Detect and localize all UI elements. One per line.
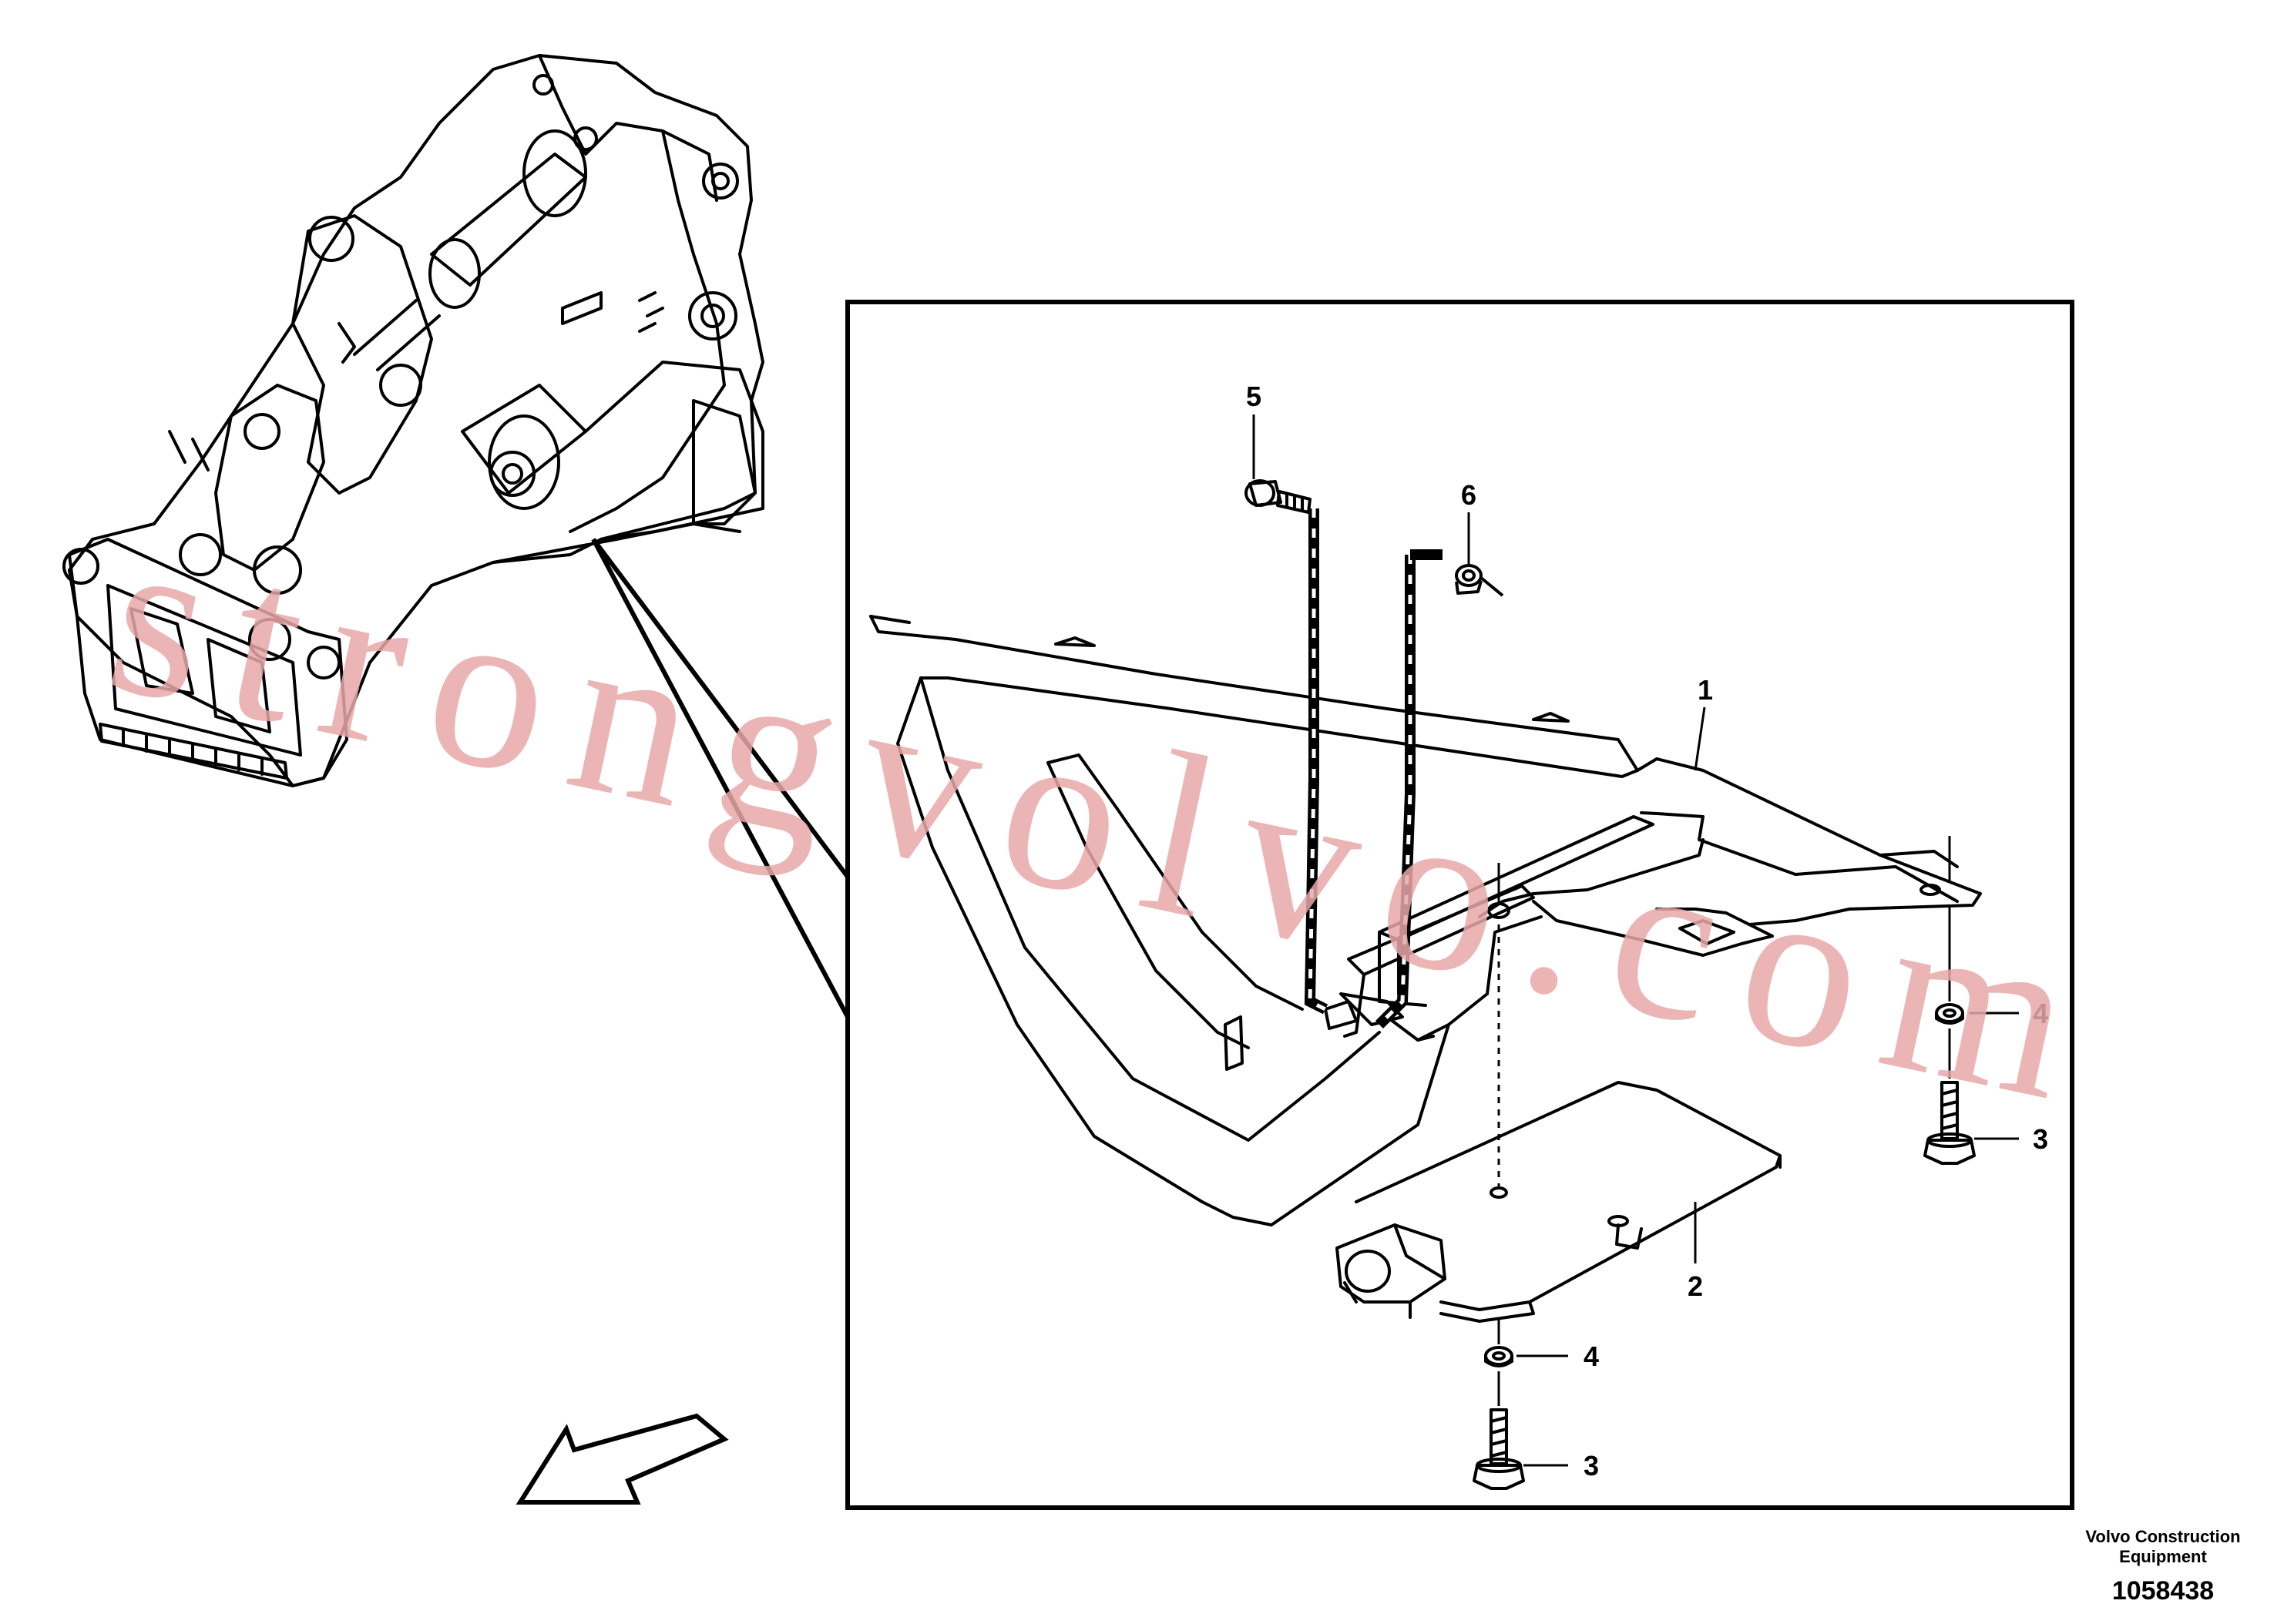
footer-block: Volvo Construction Equipment 1058438: [2085, 1527, 2240, 1606]
detail-leader-lines: [591, 538, 850, 1018]
bolt-part-3-bottom: [1473, 1408, 1525, 1490]
document-number: 1058438: [2112, 1576, 2214, 1606]
callout-6: 6: [1461, 479, 1476, 511]
callout-2: 2: [1688, 1270, 1703, 1302]
nut-part-6: [1455, 564, 1504, 597]
bolt-part-5: [1244, 479, 1312, 514]
callout-labels: 5 6 1 4 3 2 4 3: [1246, 381, 2048, 1481]
callout-leaders: [1252, 414, 2019, 1467]
watermark-text: strongvolvo.com: [91, 484, 2123, 1155]
company-name-line2: Equipment: [2119, 1547, 2207, 1566]
company-name-line1: Volvo Construction: [2085, 1527, 2240, 1546]
detail-frame: [845, 300, 2074, 1510]
callout-5: 5: [1246, 381, 1261, 412]
callout-3-right: 3: [2033, 1123, 2048, 1155]
washer-part-4-bottom: [1484, 1346, 1513, 1406]
callout-4-right: 4: [2033, 998, 2048, 1029]
callout-1: 1: [1698, 674, 1713, 706]
loader-arm-illustration: [62, 54, 764, 787]
direction-arrow-icon: [516, 1413, 729, 1505]
callout-4-bottom: 4: [1584, 1340, 1599, 1372]
washer-part-4-right: [1935, 1003, 1964, 1025]
assembly-path-lines: [1304, 508, 1951, 1344]
cover-plate-part-2: [1335, 1081, 1782, 1323]
callout-3-bottom: 3: [1584, 1450, 1599, 1481]
bolt-part-3-right: [1923, 1081, 1976, 1165]
